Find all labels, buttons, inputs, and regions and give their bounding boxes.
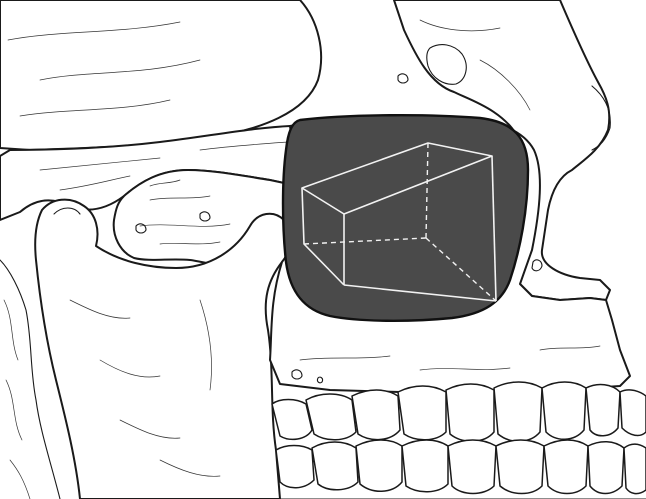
lower-teeth: [276, 440, 646, 499]
upper-teeth: [272, 382, 646, 441]
maxillary-sinus: [283, 115, 528, 321]
